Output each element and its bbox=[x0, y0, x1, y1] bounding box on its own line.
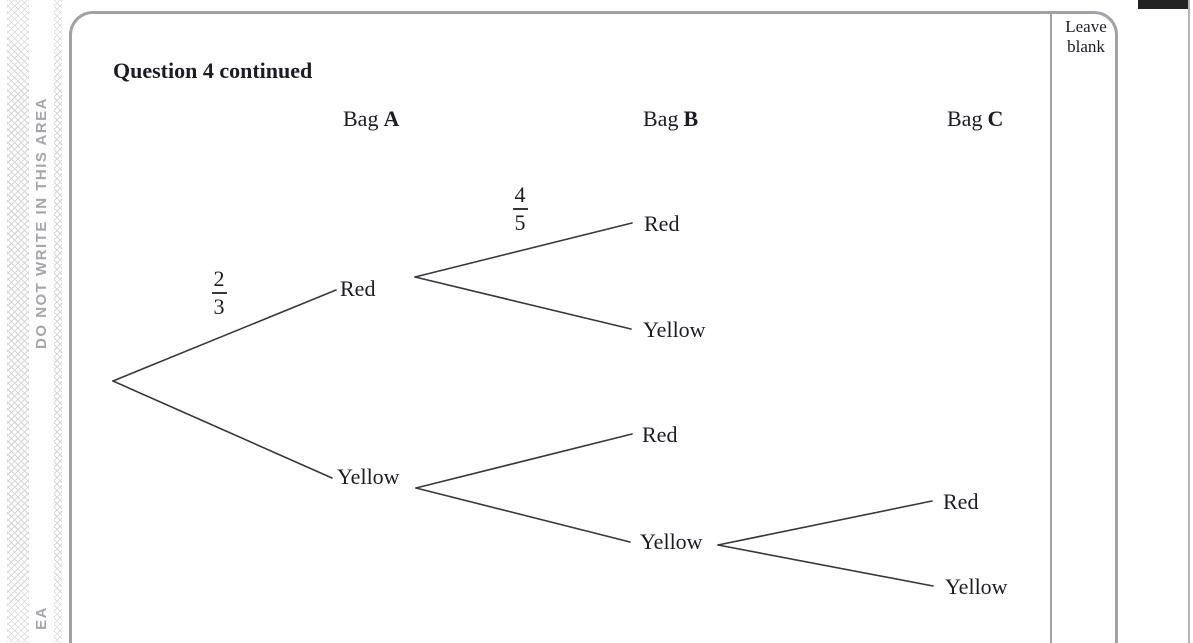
right-edge-line bbox=[1188, 0, 1190, 643]
node-bag-c-yellow: Yellow bbox=[945, 574, 1008, 599]
branch-b1-yellow bbox=[414, 276, 632, 330]
question-title: Question 4 continued bbox=[113, 58, 313, 83]
branch-a-red bbox=[112, 289, 337, 382]
node-bag-b-red-lower: Red bbox=[642, 422, 678, 447]
node-bag-c-red: Red bbox=[943, 489, 979, 514]
branch-a-yellow bbox=[112, 380, 333, 479]
fraction-numerator: 4 bbox=[506, 183, 534, 210]
node-bag-a-yellow: Yellow bbox=[337, 464, 400, 489]
bag-c-letter: C bbox=[987, 106, 1004, 131]
fraction-denominator: 3 bbox=[213, 294, 225, 319]
leave-blank-line1: Leave bbox=[1065, 17, 1107, 36]
bag-a-letter: A bbox=[383, 106, 400, 131]
side-text-band bbox=[29, 0, 54, 643]
fraction-denominator: 5 bbox=[514, 210, 526, 235]
fraction-numerator: 2 bbox=[205, 267, 233, 294]
bag-c-prefix: Bag bbox=[947, 106, 983, 131]
leave-blank-line2: blank bbox=[1067, 37, 1105, 56]
node-bag-a-red: Red bbox=[340, 276, 376, 301]
bag-b-letter: B bbox=[683, 106, 699, 131]
node-bag-b-yellow-upper: Yellow bbox=[643, 317, 706, 342]
probability-fraction-four-fifths: 4 5 bbox=[506, 183, 534, 234]
do-not-write-strip: DO NOT WRITE IN THIS AREA EA bbox=[7, 0, 62, 643]
bag-b-prefix: Bag bbox=[643, 106, 679, 131]
node-bag-b-yellow-lower: Yellow bbox=[640, 529, 703, 554]
leave-blank-label: Leave blank bbox=[1053, 17, 1119, 57]
branch-c-yellow bbox=[717, 544, 934, 587]
branch-c-red bbox=[717, 500, 933, 546]
branch-b2-yellow bbox=[415, 487, 631, 543]
leave-blank-divider bbox=[1050, 13, 1052, 643]
node-bag-b-red-upper: Red bbox=[644, 211, 680, 236]
bag-a-prefix: Bag bbox=[343, 106, 379, 131]
branch-b2-red bbox=[415, 433, 633, 489]
probability-fraction-two-thirds: 2 3 bbox=[205, 267, 233, 318]
branch-b1-red bbox=[414, 222, 633, 278]
page-edge-tab bbox=[1138, 0, 1188, 9]
